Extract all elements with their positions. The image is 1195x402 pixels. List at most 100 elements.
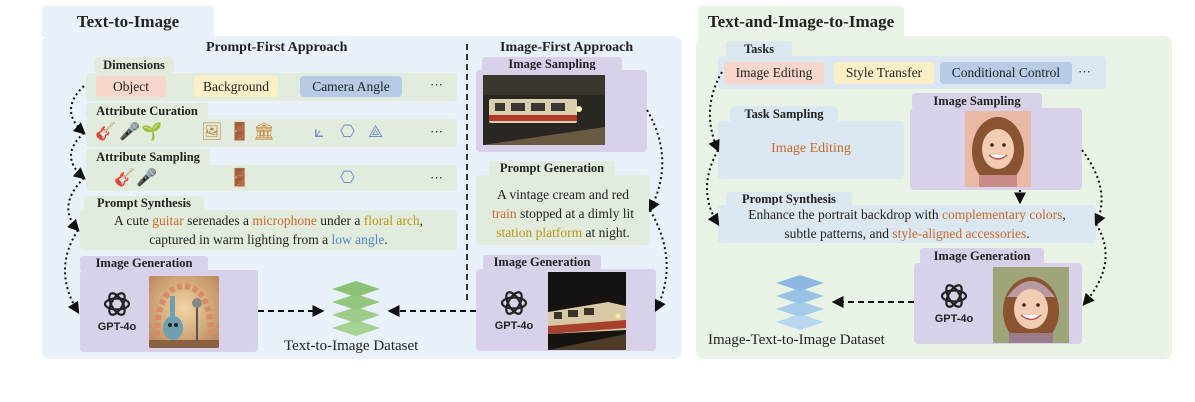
- arrow-synthesis-to-generation: [64, 229, 80, 315]
- arrow-dimensions-to-curation: [70, 85, 86, 135]
- door-icon: 🚪: [229, 122, 251, 141]
- tasks-label: Tasks: [726, 41, 792, 57]
- door-icon: 🚪: [229, 168, 251, 187]
- prompt-keyword-microphone: microphone: [252, 213, 317, 228]
- microphone-icon: 🎤: [119, 122, 141, 141]
- task-chip-conditional-control: Conditional Control: [940, 62, 1072, 84]
- task-sampling-value: Image Editing: [771, 141, 851, 156]
- prompt-text: .: [384, 232, 388, 247]
- prompt-text: captured in warm lighting from a: [149, 232, 332, 247]
- dimensions-label: Dimensions: [94, 57, 174, 73]
- gpt-4o-logo: GPT-4o: [929, 278, 979, 328]
- prompt-keyword-floral-arch: floral arch: [363, 213, 420, 228]
- tasks-ellipsis: ···: [1078, 64, 1091, 79]
- prompt-text: .: [1026, 226, 1030, 241]
- gpt-4o-logo: GPT-4o: [92, 286, 142, 336]
- prompt-keyword-train: train: [491, 206, 517, 221]
- prompt-keyword-guitar: guitar: [152, 213, 184, 228]
- openai-icon: [103, 292, 131, 316]
- text-to-image-dataset-stack-icon: [326, 280, 386, 340]
- model-name: GPT-4o: [494, 320, 534, 332]
- dimensions-ellipsis: ···: [430, 77, 443, 92]
- arrow-tasks-to-task-sampling: [708, 71, 723, 153]
- task-sampling-box: [718, 121, 904, 179]
- text-to-image-dataset-label: Text-to-Image Dataset: [284, 338, 419, 354]
- angle-icon: ⟀: [314, 122, 325, 141]
- prompt-text: subtle patterns, and: [784, 226, 893, 241]
- tab-text-and-image-to-image: Text-and-Image-to-Image: [698, 6, 904, 37]
- attribute-sampling-label: Attribute Sampling: [86, 149, 210, 165]
- attribute-sampling-band: [86, 165, 457, 191]
- image-generation-label-2: Image Generation: [483, 255, 601, 270]
- prompt-text: ,: [1062, 207, 1066, 222]
- dimension-chip-camera-angle: Camera Angle: [300, 76, 402, 97]
- arrow-task-sampling-to-synthesis: [706, 149, 720, 227]
- prompt-generation-label: Prompt Generation: [489, 161, 615, 176]
- model-name: GPT-4o: [934, 313, 974, 325]
- camera-group-icon: ⎔: [340, 122, 355, 141]
- prompt-synthesis-text-right: Enhance the portrait backdrop with compl…: [718, 205, 1096, 243]
- prompt-text: Enhance the portrait backdrop with: [748, 207, 943, 222]
- attribute-curation-label: Attribute Curation: [86, 103, 208, 119]
- guitar-icon: 🎸: [95, 122, 117, 141]
- dimension-chip-object: Object: [96, 76, 166, 97]
- guitar-icon: 🎸: [114, 168, 136, 187]
- task-chip-style-transfer: Style Transfer: [834, 62, 934, 84]
- building-icon: 🏛: [253, 122, 275, 141]
- picture-icon: 🖼: [201, 122, 223, 141]
- prompt-generation-text: A vintage cream and red train stopped at…: [476, 185, 650, 242]
- gpt-4o-logo: GPT-4o: [489, 285, 539, 335]
- prompt-keyword-complementary-colors: complementary colors: [942, 207, 1063, 222]
- openai-icon: [940, 284, 968, 308]
- tab-text-to-image: Text-to-Image: [42, 6, 214, 37]
- arrow-image-sampling-to-synthesis: [1081, 149, 1106, 227]
- image-text-to-image-dataset-stack-icon: [770, 274, 830, 334]
- arrow-curation-to-sampling: [70, 132, 86, 180]
- prompt-text: under a: [316, 213, 364, 228]
- attribute-curation-band: [86, 119, 457, 147]
- prompt-synthesis-band: [80, 210, 457, 250]
- image-first-header: Image-First Approach: [500, 40, 634, 55]
- image-sampling-label: Image Sampling: [482, 57, 622, 72]
- plant-icon: 🌱: [141, 122, 163, 141]
- image-generation-label: Image Generation: [80, 256, 208, 271]
- guitar-generated-image: [149, 276, 219, 348]
- openai-icon: [500, 291, 528, 315]
- task-sampling-label: Task Sampling: [730, 106, 838, 122]
- prompt-text: ,: [419, 213, 423, 228]
- prompt-text: A vintage cream and red: [497, 187, 629, 202]
- prompt-synthesis-band-right: [718, 205, 1096, 243]
- prompt-first-header: Prompt-First Approach: [206, 40, 348, 55]
- prompt-keyword-low-angle: low angle: [331, 232, 385, 247]
- arrow-sampling-to-prompt: [646, 109, 664, 213]
- prompt-text: serenades a: [183, 213, 253, 228]
- prompt-keyword-style-aligned-accessories: style-aligned accessories: [892, 226, 1027, 241]
- prompt-text: stopped at a dimly lit: [516, 206, 635, 221]
- arrow-synthesis-to-generation-right: [1082, 223, 1107, 306]
- image-sampling-label-right: Image Sampling: [912, 93, 1042, 109]
- prompt-synthesis-label-right: Prompt Synthesis: [726, 192, 852, 207]
- model-name: GPT-4o: [97, 321, 137, 333]
- prompt-synthesis-text: A cute guitar serenades a microphone und…: [80, 211, 457, 249]
- arrow-prompt-to-generation: [649, 209, 668, 313]
- prompt-generation-band: [476, 175, 650, 245]
- curation-ellipsis: ···: [430, 124, 443, 139]
- image-generation-label-right: Image Generation: [920, 248, 1044, 264]
- image-text-to-image-dataset-label: Image-Text-to-Image Dataset: [708, 332, 885, 348]
- section-divider: [466, 44, 468, 300]
- microphone-icon: 🎤: [136, 168, 158, 187]
- arrow-sampling-to-synthesis: [67, 177, 85, 232]
- perspective-icon: ⟁: [368, 122, 384, 141]
- train-sampled-image: [483, 75, 605, 145]
- prompt-keyword-station-platform: station platform: [496, 225, 583, 240]
- portrait-sampled-image: [965, 111, 1031, 187]
- portrait-generated-image: [993, 267, 1069, 343]
- prompt-synthesis-label: Prompt Synthesis: [84, 196, 204, 211]
- train-generated-image: [548, 272, 626, 350]
- prompt-text: at night.: [582, 225, 630, 240]
- prompt-text: A cute: [114, 213, 153, 228]
- sampling-ellipsis: ···: [430, 170, 443, 185]
- dimension-chip-background: Background: [194, 76, 278, 97]
- camera-group-icon: ⎔: [340, 168, 355, 187]
